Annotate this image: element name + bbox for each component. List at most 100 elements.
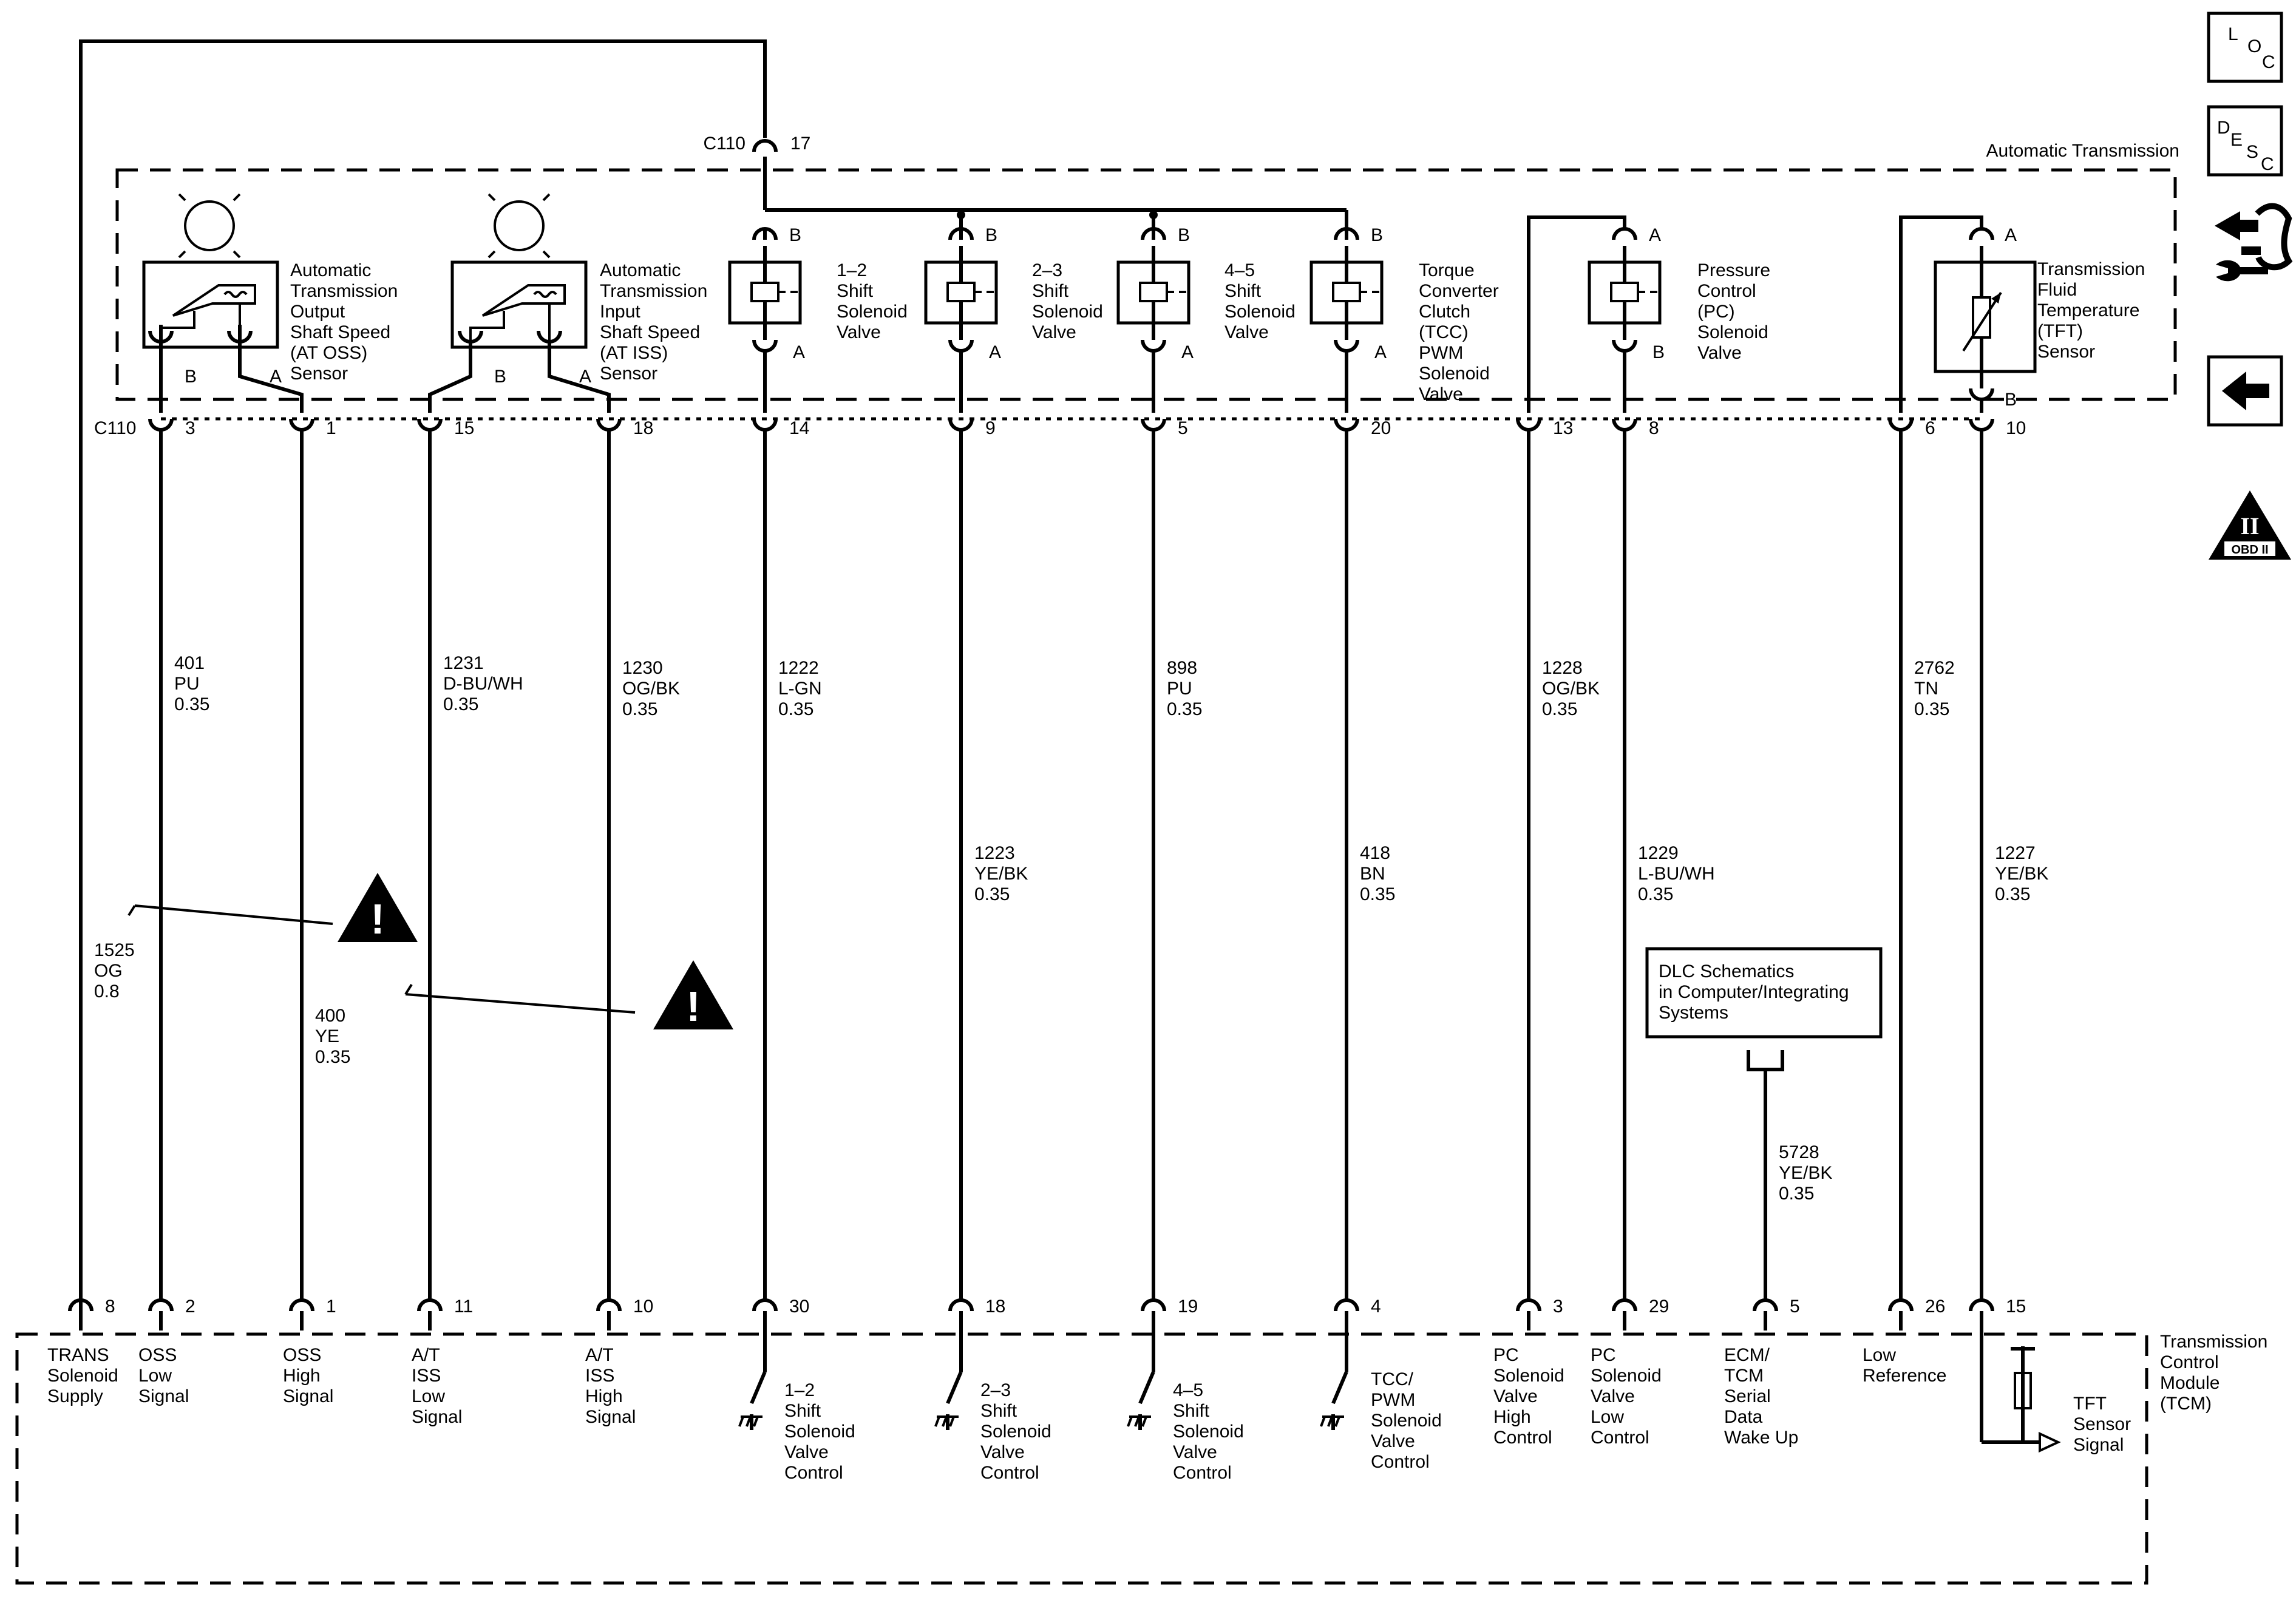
c110-pin: 9 bbox=[948, 418, 996, 438]
svg-text:Solenoid: Solenoid bbox=[1591, 1366, 1662, 1386]
svg-text:(AT OSS): (AT OSS) bbox=[290, 343, 367, 363]
svg-text:2–3: 2–3 bbox=[980, 1380, 1011, 1400]
svg-text:OG: OG bbox=[94, 961, 123, 981]
dlc-schematics-reference: DLC Schematics in Computer/Integrating S… bbox=[1645, 947, 1883, 1071]
svg-text:Solenoid: Solenoid bbox=[1493, 1366, 1564, 1386]
svg-text:400: 400 bbox=[315, 1006, 345, 1026]
svg-text:Valve: Valve bbox=[784, 1442, 829, 1462]
svg-text:3: 3 bbox=[1553, 1297, 1563, 1317]
c110-pin: 20 bbox=[1334, 418, 1391, 438]
loc-button-icon[interactable]: L O C bbox=[2207, 12, 2283, 83]
svg-text:Valve: Valve bbox=[1697, 343, 1742, 363]
c110-pin: 6 bbox=[1888, 418, 1935, 438]
svg-text:YE/BK: YE/BK bbox=[1995, 864, 2048, 884]
svg-text:!: ! bbox=[686, 983, 700, 1030]
svg-text:Sensor: Sensor bbox=[2037, 342, 2095, 362]
iss-sensor: Automatic Transmission Input Shaft Speed… bbox=[428, 193, 707, 413]
svg-text:TRANS: TRANS bbox=[47, 1345, 109, 1365]
svg-text:Valve: Valve bbox=[1591, 1386, 1635, 1406]
svg-text:L: L bbox=[2228, 24, 2238, 44]
svg-text:Transmission: Transmission bbox=[2160, 1332, 2267, 1352]
svg-text:S: S bbox=[2246, 142, 2258, 162]
svg-text:Sensor: Sensor bbox=[290, 364, 348, 384]
tcm-pin: 5 bbox=[1753, 1297, 1800, 1331]
svg-text:0.35: 0.35 bbox=[1360, 884, 1395, 904]
svg-text:Wake Up: Wake Up bbox=[1724, 1428, 1798, 1448]
svg-text:YE/BK: YE/BK bbox=[974, 864, 1028, 884]
svg-text:O: O bbox=[2247, 36, 2261, 56]
svg-text:4–5: 4–5 bbox=[1224, 260, 1255, 280]
svg-text:Control: Control bbox=[1591, 1428, 1649, 1448]
svg-text:418: 418 bbox=[1360, 843, 1390, 863]
c110-pin-17: C110 17 bbox=[704, 134, 810, 210]
c110-pin: 13 bbox=[1516, 418, 1573, 438]
svg-text:Signal: Signal bbox=[138, 1386, 189, 1406]
svg-text:Transmission: Transmission bbox=[290, 281, 398, 301]
automatic-transmission-boundary bbox=[115, 168, 2177, 401]
caution-symbol-1: ! bbox=[127, 873, 418, 943]
svg-text:C110: C110 bbox=[94, 418, 137, 438]
tcm-pin: 26 bbox=[1888, 1297, 1945, 1331]
svg-text:(TCM): (TCM) bbox=[2160, 1394, 2212, 1414]
supply-wire bbox=[79, 39, 1348, 1311]
svg-text:1525: 1525 bbox=[94, 940, 135, 960]
tcm-pin: 11 bbox=[417, 1297, 473, 1331]
svg-text:Data: Data bbox=[1724, 1407, 1763, 1427]
tcm-pin: 10 bbox=[596, 1297, 653, 1331]
svg-text:A/T: A/T bbox=[412, 1345, 440, 1365]
connector-wrench-icon[interactable] bbox=[2215, 203, 2293, 282]
desc-button-icon[interactable]: D E S C bbox=[2207, 105, 2283, 177]
svg-text:Solenoid: Solenoid bbox=[784, 1422, 855, 1442]
svg-text:Serial: Serial bbox=[1724, 1386, 1771, 1406]
tcm-pin: 15 bbox=[1969, 1297, 2026, 1331]
svg-text:11: 11 bbox=[454, 1297, 473, 1317]
svg-text:4–5: 4–5 bbox=[1173, 1380, 1203, 1400]
svg-text:A: A bbox=[1374, 342, 1387, 362]
harness-wires bbox=[159, 431, 1983, 1299]
tcm-pin: 3 bbox=[1516, 1297, 1563, 1331]
back-arrow-icon[interactable] bbox=[2207, 355, 2283, 427]
svg-text:Control: Control bbox=[1493, 1428, 1552, 1448]
svg-text:1229: 1229 bbox=[1638, 843, 1679, 863]
svg-text:OG/BK: OG/BK bbox=[622, 679, 680, 699]
svg-text:1: 1 bbox=[326, 418, 336, 438]
svg-text:PC: PC bbox=[1493, 1345, 1519, 1365]
svg-text:TN: TN bbox=[1914, 679, 1938, 699]
tcm-pin: 1 bbox=[289, 1297, 336, 1331]
svg-text:!: ! bbox=[370, 895, 384, 943]
svg-text:8: 8 bbox=[105, 1297, 115, 1317]
svg-text:29: 29 bbox=[1649, 1297, 1669, 1317]
svg-text:401: 401 bbox=[174, 653, 205, 673]
svg-text:B: B bbox=[789, 225, 801, 245]
svg-text:Solenoid: Solenoid bbox=[837, 302, 908, 322]
svg-text:8: 8 bbox=[1649, 418, 1659, 438]
svg-text:Valve: Valve bbox=[837, 322, 881, 342]
tcc-pwm-solenoid: B A Torque Converter Clutch (TCC) PWM So… bbox=[1309, 225, 1499, 413]
oss-sensor: Automatic Transmission Output Shaft Spee… bbox=[142, 193, 398, 413]
svg-text:1: 1 bbox=[326, 1297, 336, 1317]
c110-pin: 8 bbox=[1612, 418, 1659, 438]
svg-text:Low: Low bbox=[138, 1366, 172, 1386]
svg-text:Torque: Torque bbox=[1419, 260, 1475, 280]
svg-text:Signal: Signal bbox=[2073, 1435, 2124, 1455]
svg-text:ISS: ISS bbox=[412, 1366, 441, 1386]
svg-text:Transmission: Transmission bbox=[2037, 259, 2145, 279]
obd-ii-warning-icon[interactable]: II OBD II bbox=[2209, 490, 2291, 560]
svg-text:0.35: 0.35 bbox=[443, 694, 478, 714]
svg-text:13: 13 bbox=[1553, 418, 1573, 438]
svg-text:II: II bbox=[2240, 512, 2259, 540]
svg-text:TFT: TFT bbox=[2073, 1394, 2107, 1414]
